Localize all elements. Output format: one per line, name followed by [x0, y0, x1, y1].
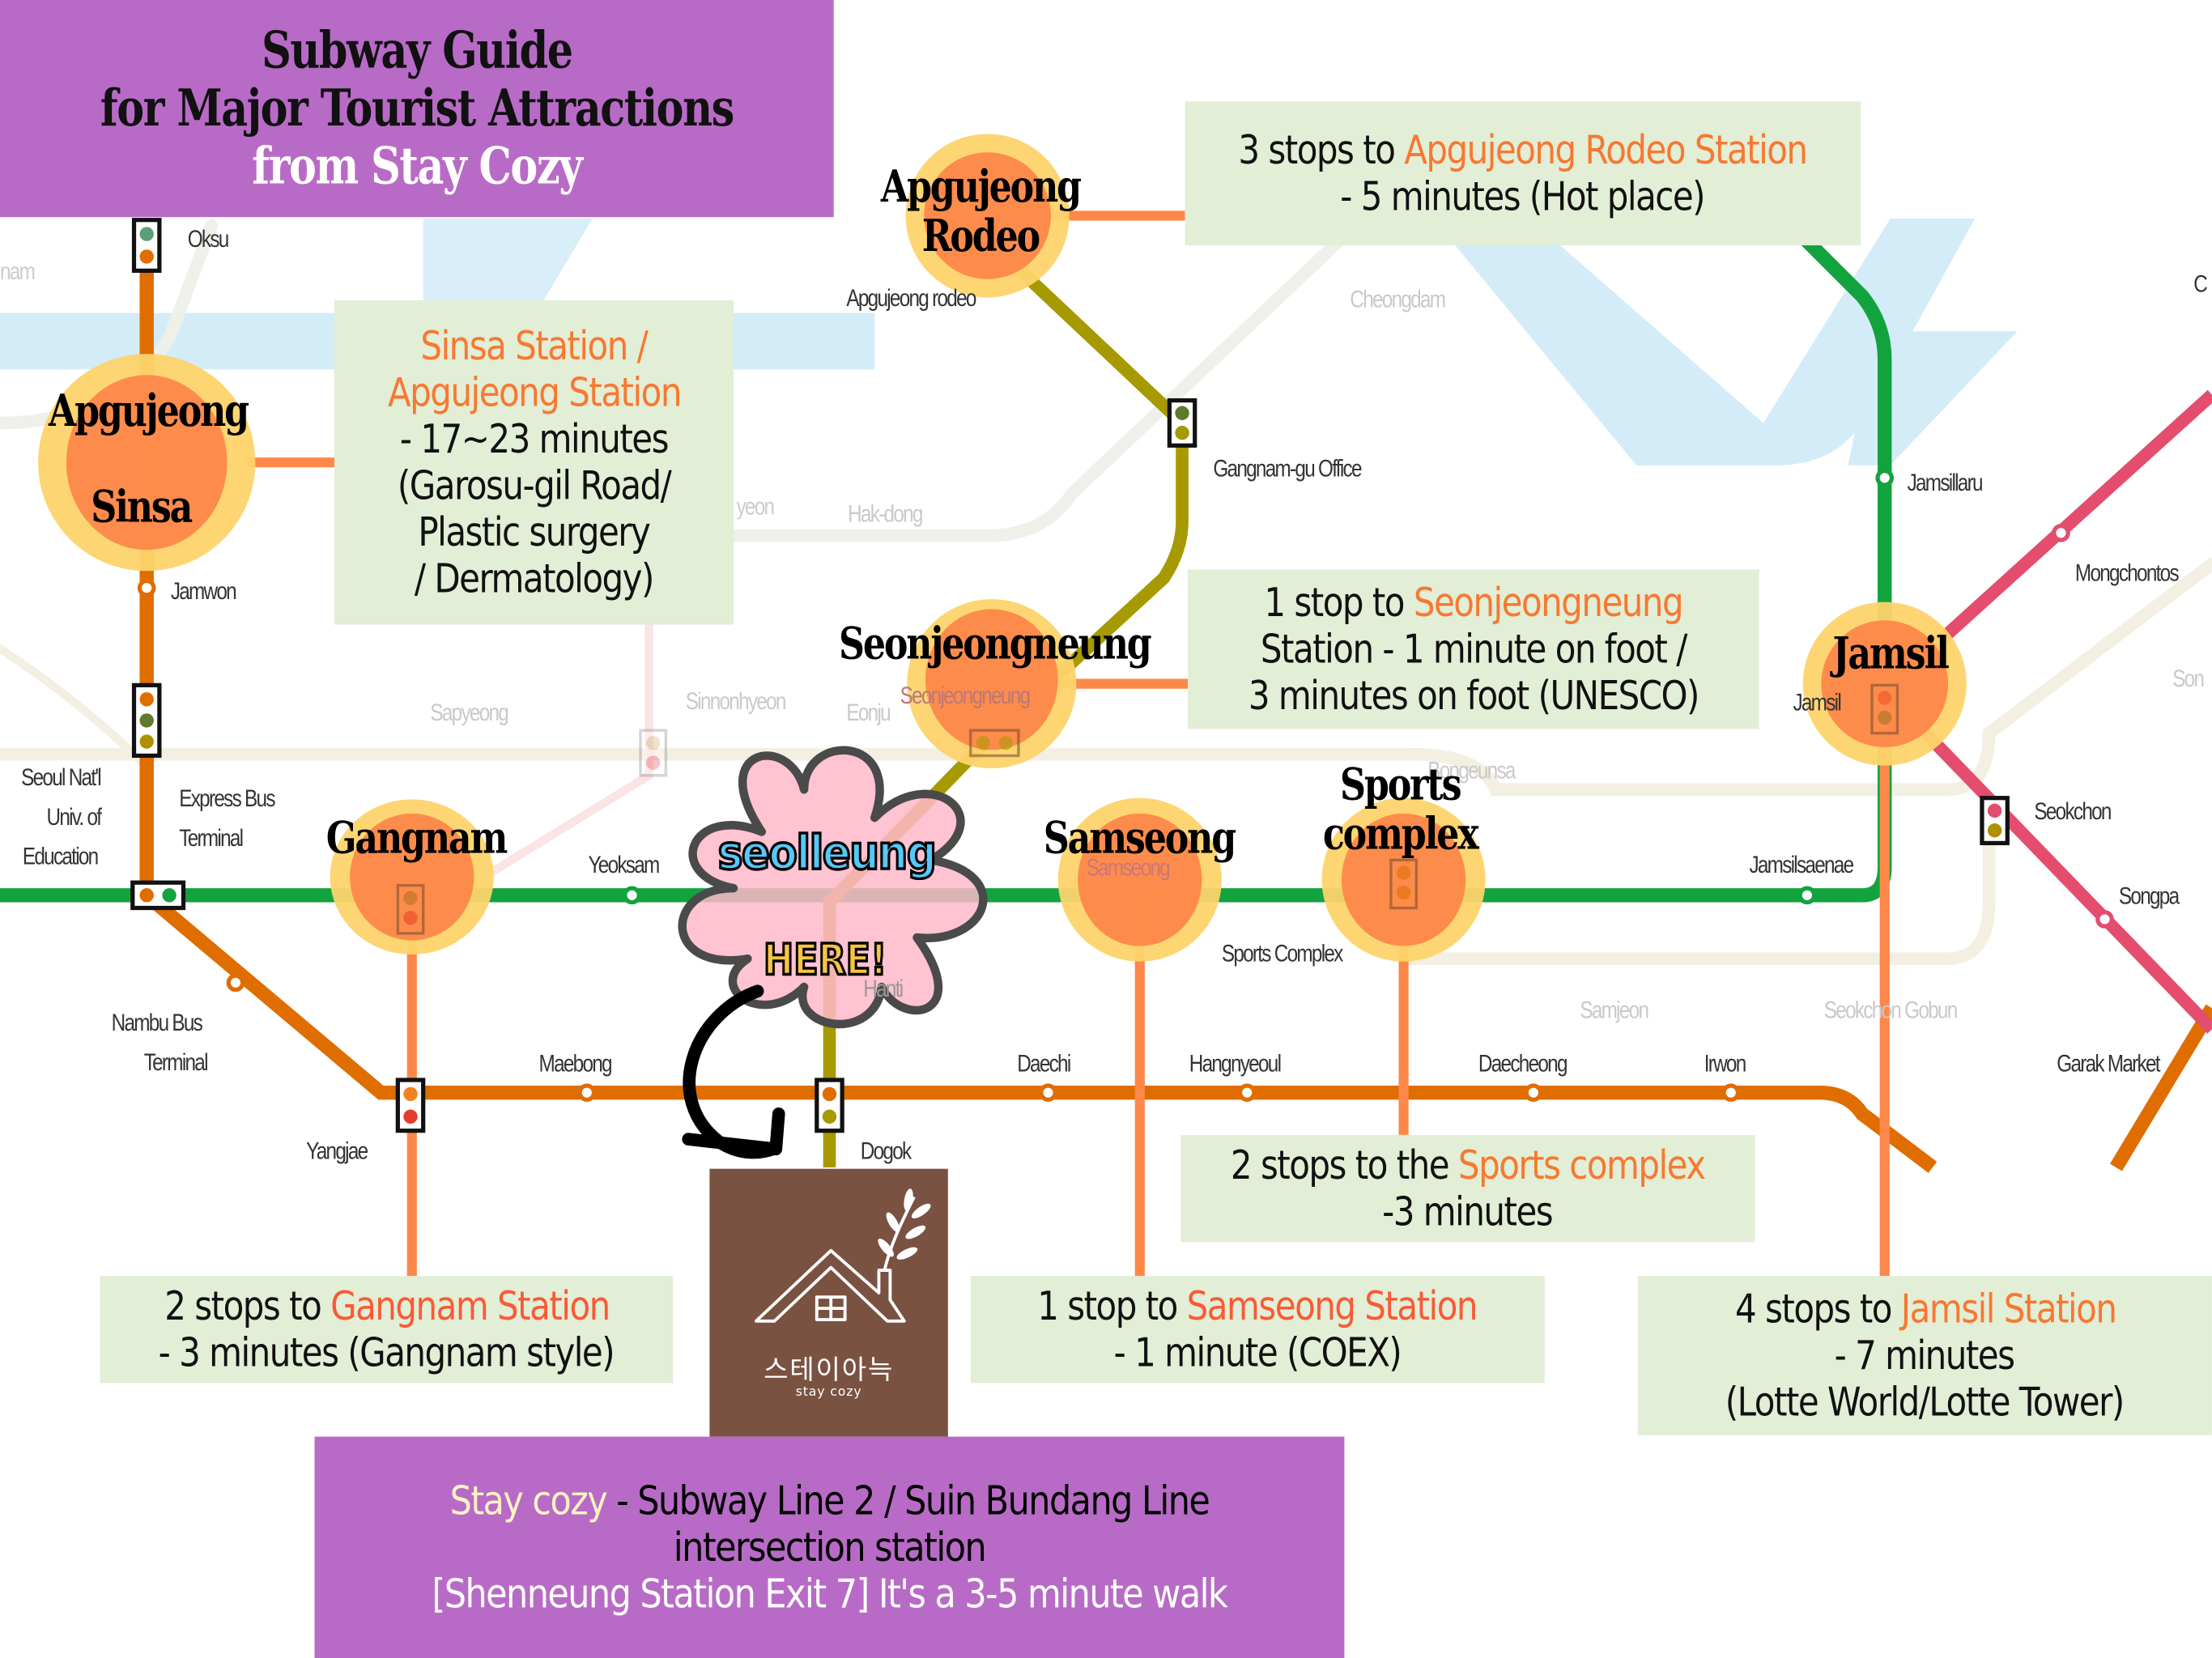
station-label-express-bus-2: Terminal: [179, 824, 244, 852]
suin-bundang-track: [823, 235, 1189, 1167]
logo-english-text: stay cozy: [795, 1385, 862, 1401]
faded-label-samjeon: Samjeon: [1580, 997, 1649, 1024]
station-label-nambu-1: Nambu Bus: [111, 1009, 203, 1037]
samseong-marker-icon: [1057, 797, 1222, 962]
station-label-nambu-2: Terminal: [143, 1048, 209, 1076]
seonjeongneung-marker-icon: [907, 599, 1077, 769]
callout-connectors: [246, 210, 1890, 1277]
footer-banner: Stay cozy - Subway Line 2 / Suin Bundang…: [314, 1436, 1345, 1658]
station-label-dogok: Dogok: [860, 1137, 912, 1165]
callout-samseong: 1 stop to Samseong Station - 1 minute (C…: [970, 1276, 1545, 1384]
curved-arrow-icon: [682, 984, 785, 1159]
sinsa-apgujeong-marker-icon: [38, 354, 256, 572]
faded-label-hakdong: Hak-dong: [848, 500, 923, 528]
station-name-sports-complex: Sports complex: [1322, 759, 1479, 860]
gangnam-marker-icon: [330, 799, 494, 954]
apgujeong-rodeo-marker-icon: [905, 134, 1070, 298]
logo-korean-text: 스테이아늑: [764, 1354, 895, 1386]
callout-sinsa-apgujeong: Sinsa Station / Apgujeong Station - 17~2…: [334, 300, 734, 625]
gangnam-gu-office-transfer-icon: [1167, 397, 1197, 448]
title-banner: Subway Guide for Major Tourist Attractio…: [0, 0, 834, 218]
station-label-songpa: Songpa: [2118, 882, 2180, 910]
station-label-jamsillaru: Jamsillaru: [1907, 469, 1984, 497]
faded-label-seokchon-gobun: Seokchon Gobun: [1823, 997, 1958, 1024]
footer-line-2: intersection station: [673, 1524, 987, 1571]
callout-seonjeongneung: 1 stop to Seonjeongneung Station - 1 min…: [1188, 569, 1759, 729]
station-label-express-bus-1: Express Bus: [179, 785, 275, 813]
callout-sports-complex: 2 stops to the Sports complex -3 minutes: [1180, 1134, 1755, 1243]
house-leaf-logo-icon: [754, 1188, 931, 1323]
here-badge: HERE!: [763, 935, 888, 987]
station-name-apgujeong: Apgujeong: [48, 386, 249, 437]
station-label-seoul-natl-1: Seoul Nat'l: [21, 763, 102, 791]
title-line-1: Subway Guide: [262, 21, 573, 81]
station-label-sports-complex: Sports Complex: [1221, 940, 1344, 967]
station-label-jamwon: Jamwon: [170, 578, 237, 606]
line8-track-south: [1880, 686, 2212, 1034]
callout-gangnam: 2 stops to Gangnam Station - 3 minutes (…: [100, 1276, 674, 1384]
station-label-hangnyeoul: Hangnyeoul: [1189, 1050, 1282, 1078]
station-name-seonjeongneung: Seonjeongneung: [839, 619, 1152, 670]
callout-jamsil: 4 stops to Jamsil Station - 7 minutes (L…: [1637, 1276, 2212, 1435]
station-label-oksu: Oksu: [187, 225, 230, 253]
footer-line-3: [Shenneung Station Exit 7] It's a 3-5 mi…: [432, 1571, 1228, 1618]
station-label-samseong-small: Samseong: [1086, 854, 1171, 882]
faded-label-songpanaru: Son: [2172, 665, 2205, 693]
line3-track: [139, 225, 1938, 1173]
seolleung-label: seolleung: [717, 823, 938, 881]
seolleung-here-flower-icon: [678, 746, 988, 1029]
line3-track-east: [2109, 1004, 2212, 1171]
faded-lines: [0, 219, 2212, 966]
callout-apgujeong-rodeo: 3 stops to Apgujeong Rodeo Station - 5 m…: [1185, 101, 1861, 246]
station-label-jamsilsaenae: Jamsilsaenae: [1749, 851, 1854, 878]
footer-brand: Stay cozy: [449, 1477, 608, 1524]
station-label-seoul-natl-3: Education: [22, 843, 99, 870]
station-label-seonjeongneung-small: Seonjeongneung: [900, 682, 1031, 709]
station-label-yeoksam: Yeoksam: [588, 851, 661, 878]
station-label-gangnam-gu-office: Gangnam-gu Office: [1213, 455, 1362, 483]
dogok-transfer-icon: [815, 1078, 844, 1133]
express-bus-transfer-icon: [131, 682, 162, 759]
station-label-irwon: Irwon: [1704, 1050, 1747, 1078]
faded-label-sinnonhyeon: Sinnonhyeon: [685, 687, 787, 715]
seokchon-transfer-icon: [1980, 796, 2010, 846]
station-label-jamsil-small: Jamsil: [1793, 689, 1841, 716]
footer-line-1: - Subway Line 2 / Suin Bundang Line: [606, 1477, 1210, 1524]
faded-label-bongeunsa: Bongeunsa: [1427, 757, 1516, 784]
yangjae-transfer-icon: [395, 1078, 426, 1133]
station-dots: [137, 469, 2114, 1102]
station-label-garak-market: Garak Market: [2057, 1050, 2160, 1078]
station-label-yangjae: Yangjae: [306, 1137, 368, 1165]
sinnonhyeon-faded-transfer-icon: [639, 729, 668, 777]
station-label-maebong: Maebong: [538, 1050, 613, 1078]
station-name-sinsa: Sinsa: [91, 482, 193, 534]
station-label-apgujeong-rodeo: Apgujeong rodeo: [846, 284, 976, 312]
station-name-jamsil: Jamsil: [1832, 628, 1950, 680]
station-name-samseong: Samseong: [1043, 813, 1236, 865]
station-label-daechi: Daechi: [1017, 1050, 1071, 1078]
transfer-stations: [130, 218, 2010, 1133]
station-label-seoul-natl-2: Univ. of: [46, 803, 102, 831]
faded-label-sapyeong: Sapyeong: [430, 699, 508, 726]
title-line-3: from Stay Cozy: [252, 136, 583, 197]
station-label-hanti: Hanti: [863, 976, 904, 1003]
seoul-natl-transfer-icon: [130, 880, 186, 911]
line2-track: [0, 206, 1892, 903]
station-name-gangnam: Gangnam: [325, 813, 508, 865]
faded-label-eonju: Eonju: [846, 699, 891, 726]
station-name-apgujeong-rodeo: Apgujeong Rodeo: [880, 162, 1082, 262]
stay-cozy-logo: 스테이아늑 stay cozy: [709, 1168, 948, 1437]
faded-label-cheongdam: Cheongdam: [1350, 286, 1446, 313]
station-label-seokchon: Seokchon: [2034, 797, 2112, 825]
station-label-daecheong: Daecheong: [1478, 1050, 1568, 1078]
oksu-transfer-icon: [131, 218, 162, 273]
station-label-partial-c: C: [2193, 270, 2208, 298]
station-label-partial-yeon: yeon: [736, 493, 775, 521]
station-label-partial: nam: [0, 257, 36, 285]
title-line-2: for Major Tourist Attractions: [100, 79, 734, 138]
station-label-mongchontoseong: Mongchontos: [2074, 559, 2180, 587]
highlight-markers: [38, 134, 1967, 962]
